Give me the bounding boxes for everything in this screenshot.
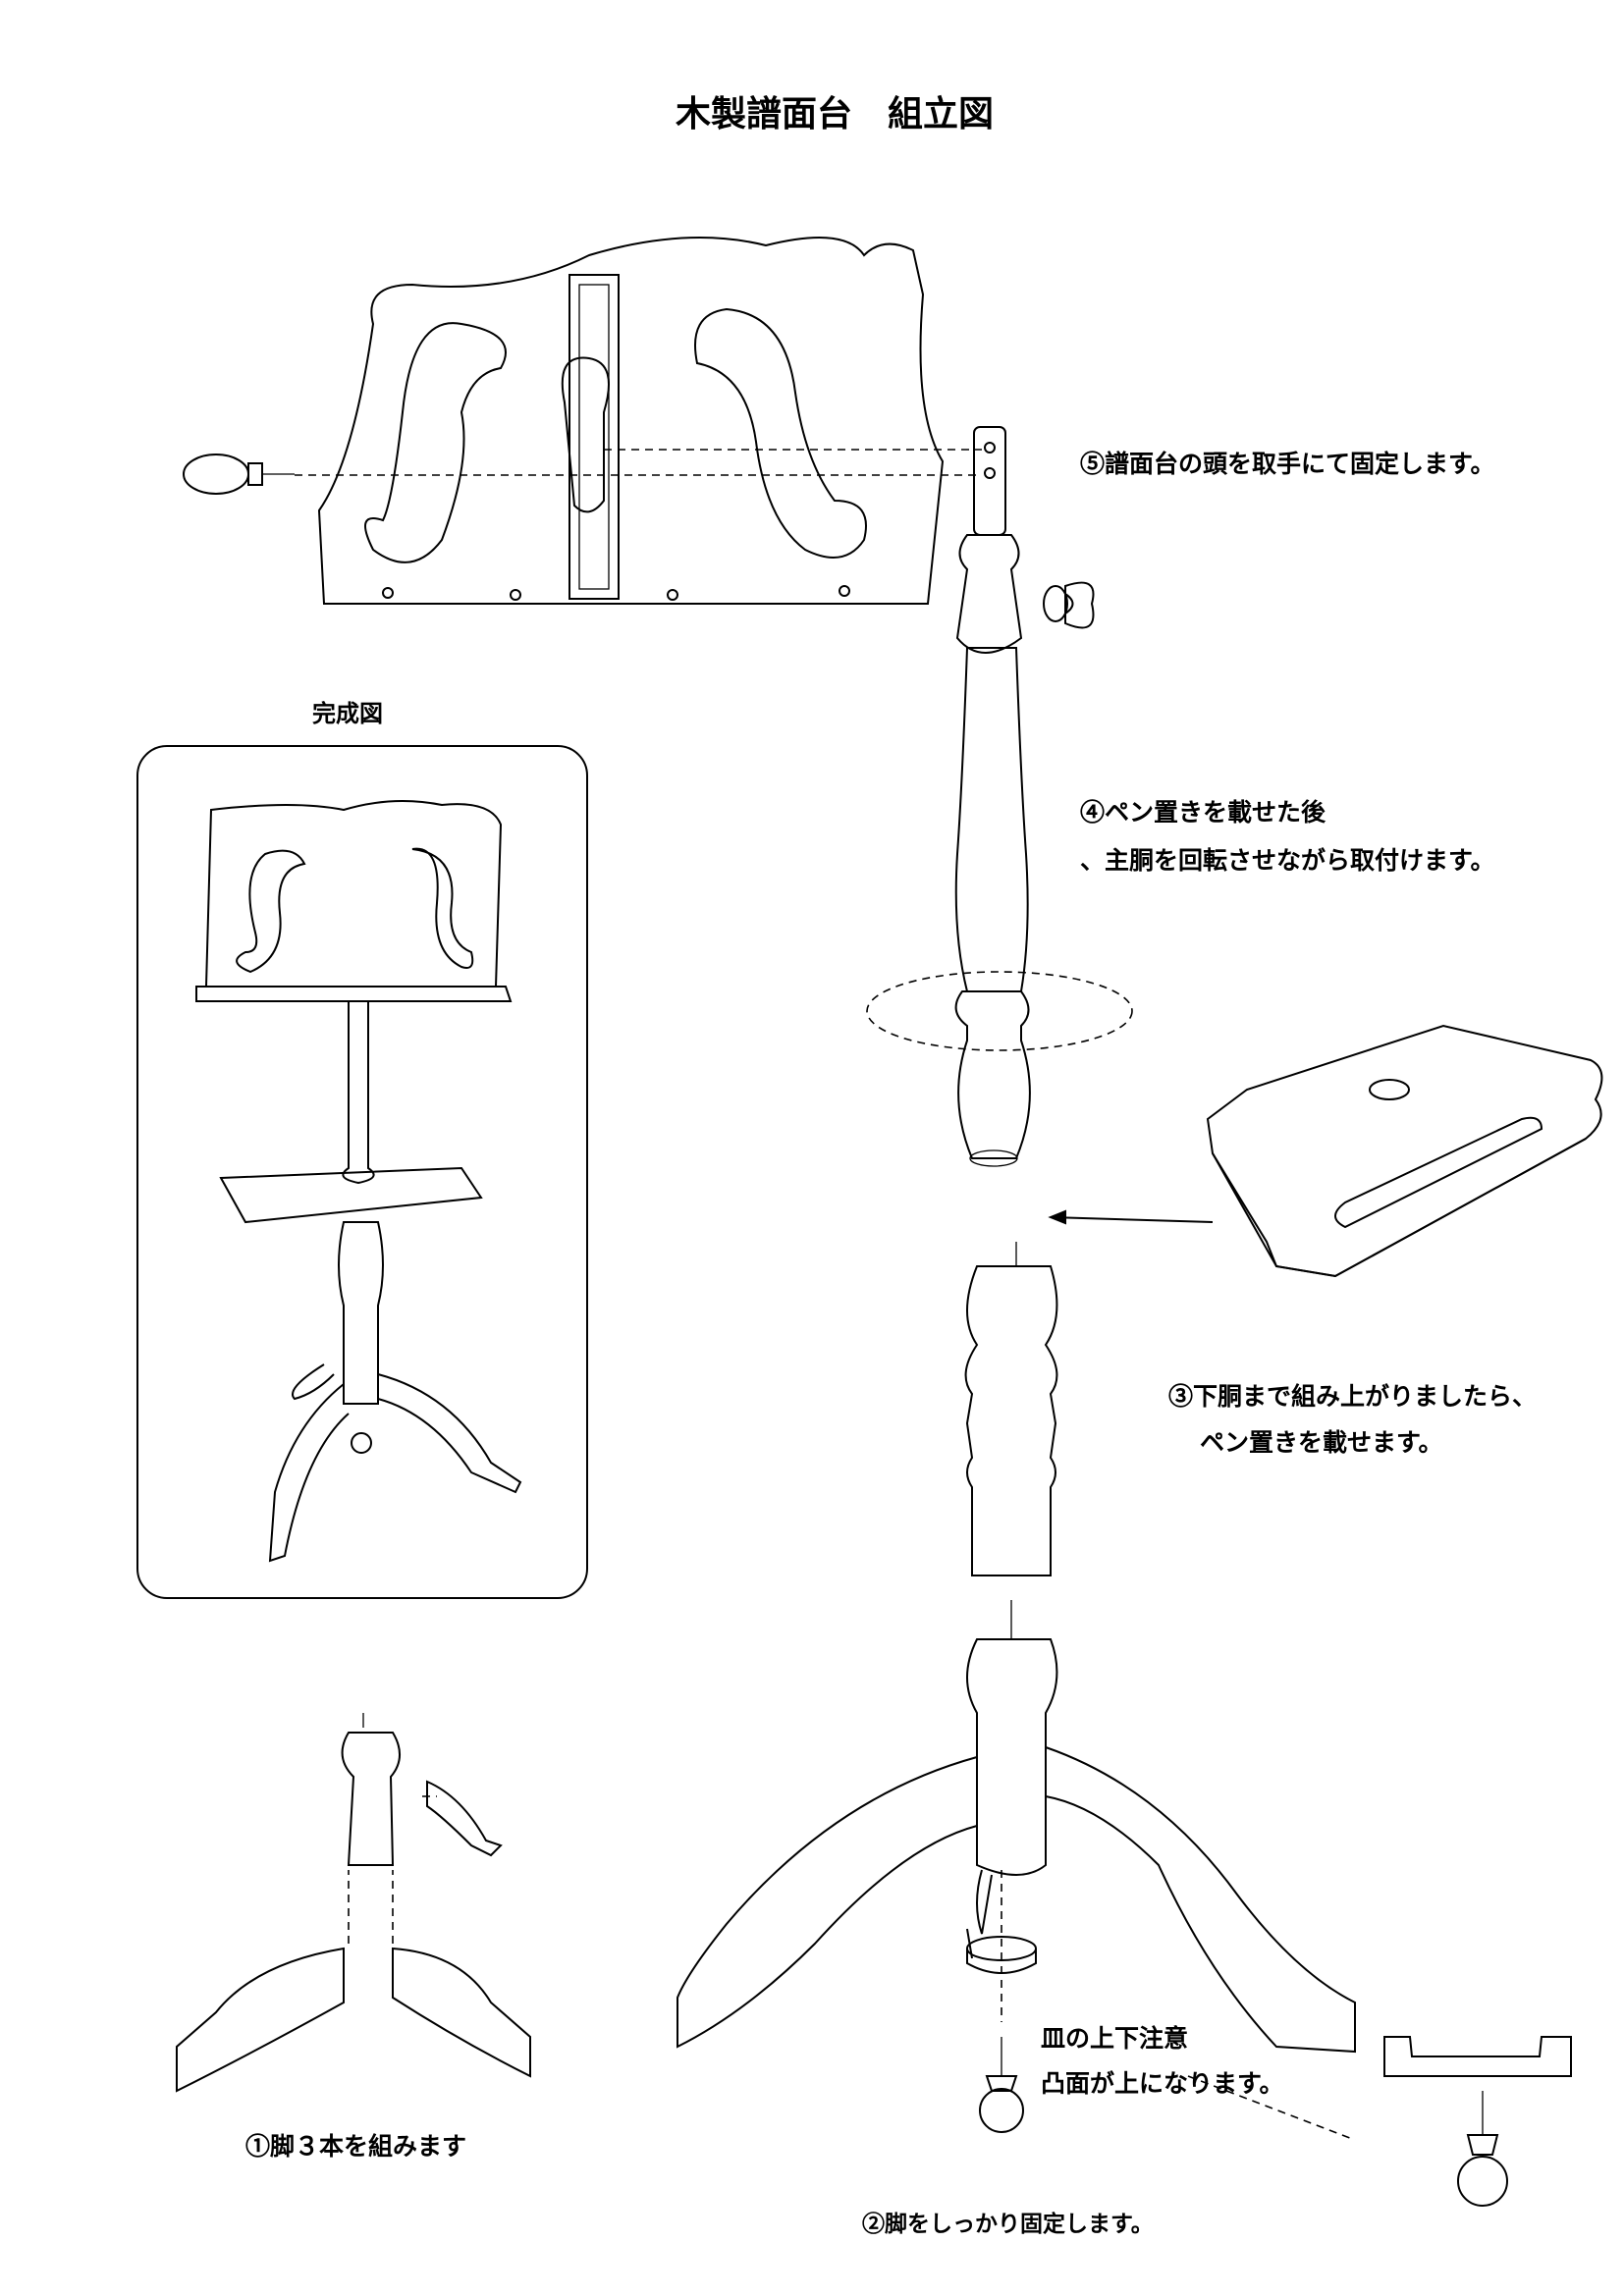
step4-instruction-line2: 、主胴を回転させながら取付けます。 <box>1080 846 1495 875</box>
step3-instruction-line1: ③下胴まで組み上がりましたら、 <box>1168 1382 1538 1411</box>
tripod-base <box>677 1600 1356 2133</box>
completed-view-label: 完成図 <box>312 699 383 727</box>
arrow-pen-tray <box>1050 1216 1214 1223</box>
step3-instruction-line2: ペン置きを載せます。 <box>1200 1428 1443 1457</box>
lower-shaft <box>964 1242 1058 1576</box>
music-desk-panel <box>317 237 945 605</box>
step2-instruction: ②脚をしっかり固定します。 <box>862 2211 1154 2237</box>
plate-note-line2: 凸面が上になります。 <box>1041 2069 1284 2098</box>
pen-tray <box>1206 1024 1603 1278</box>
main-shaft <box>954 426 1031 1167</box>
plate-note-line1: 皿の上下注意 <box>1041 2024 1189 2053</box>
step1-parts <box>176 1713 531 2093</box>
step1-instruction: ①脚３本を組みます <box>245 2132 467 2161</box>
rotation-arrow <box>866 971 1133 1051</box>
page-title: 木製譜面台 組立図 <box>675 93 994 134</box>
plate-cross-section <box>1187 2036 1572 2207</box>
completed-view <box>136 745 588 1599</box>
step4-instruction-line1: ④ペン置きを載せた後 <box>1080 798 1326 827</box>
handle-knob-right <box>1043 581 1095 629</box>
step5-instruction: ⑤譜面台の頭を取手にて固定します。 <box>1080 450 1495 478</box>
handle-knob-left <box>183 454 295 495</box>
